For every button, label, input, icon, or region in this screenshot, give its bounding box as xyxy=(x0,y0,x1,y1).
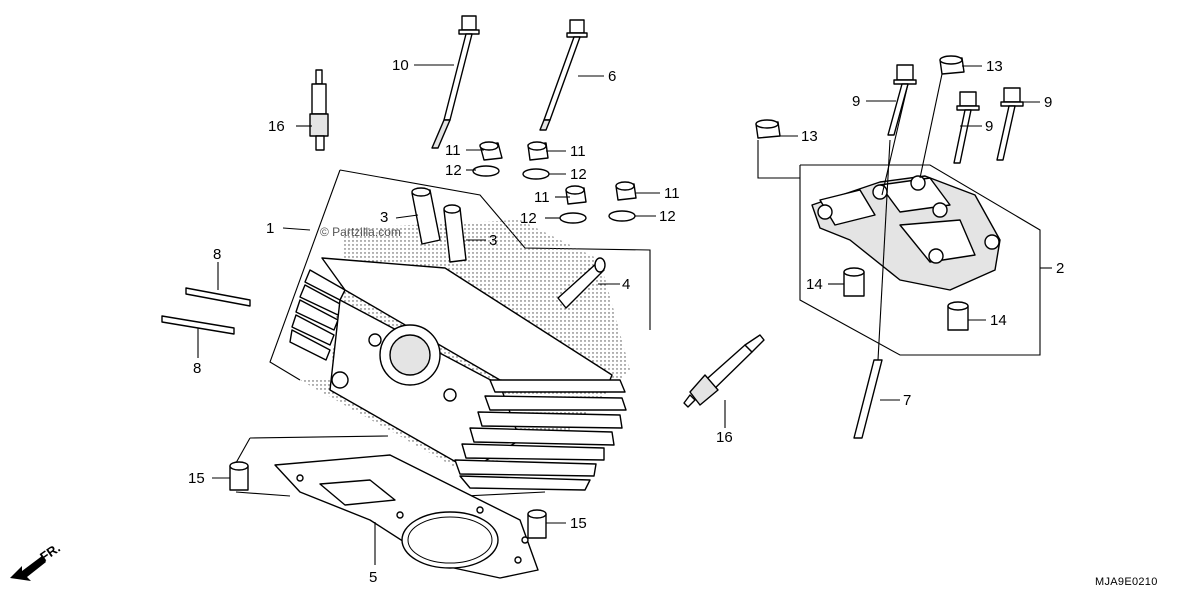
cylinder-head xyxy=(289,220,630,491)
callout-7: 7 xyxy=(903,392,911,409)
dowel-pin-15-right xyxy=(527,509,547,539)
nut-11-d xyxy=(615,181,637,201)
washer-12-c xyxy=(559,212,587,224)
callout-1: 1 xyxy=(266,220,274,237)
cooling-fins-right xyxy=(454,379,627,491)
watermark: © Partzilla.com xyxy=(320,225,401,239)
sleeve-4 xyxy=(557,257,606,309)
cylinder-head-gasket xyxy=(274,454,539,579)
nut-11-c xyxy=(565,185,587,205)
bolt-9-b xyxy=(953,91,980,164)
callout-5: 5 xyxy=(369,569,377,586)
callout-13b: 13 xyxy=(801,128,818,145)
stud-8-lower xyxy=(161,315,235,335)
callout-12c: 12 xyxy=(520,210,537,227)
callout-12a: 12 xyxy=(445,162,462,179)
callout-11a: 11 xyxy=(445,142,461,159)
figure-code: MJA9E0210 xyxy=(1095,576,1158,588)
callout-3b: 3 xyxy=(489,232,497,249)
washer-12-a xyxy=(472,165,500,177)
callout-10: 10 xyxy=(392,57,409,74)
stud-8-upper xyxy=(185,287,251,307)
callout-labels: 1 2 3 3 4 5 6 7 8 8 9 9 9 10 11 11 11 11… xyxy=(188,57,1064,586)
callout-4: 4 xyxy=(622,276,630,293)
leader-lines xyxy=(197,64,1052,565)
nut-13-left xyxy=(755,119,781,139)
spark-plug-center xyxy=(683,334,765,408)
callout-14b: 14 xyxy=(990,312,1007,329)
callout-9c: 9 xyxy=(1044,94,1052,111)
nut-13-top xyxy=(939,55,965,75)
collar-14-right xyxy=(947,301,969,331)
callout-15a: 15 xyxy=(188,470,205,487)
callout-3a: 3 xyxy=(380,209,388,226)
callout-12b: 12 xyxy=(570,166,587,183)
washer-12-d xyxy=(608,210,636,222)
callout-2: 2 xyxy=(1056,260,1064,277)
callout-16b: 16 xyxy=(716,429,733,446)
nut-11-a xyxy=(479,141,503,161)
callout-15b: 15 xyxy=(570,515,587,532)
callout-8b: 8 xyxy=(193,360,201,377)
bolt-9-c xyxy=(996,87,1024,161)
callout-16a: 16 xyxy=(268,118,285,135)
callout-13a: 13 xyxy=(986,58,1003,75)
washer-12-b xyxy=(522,168,550,180)
bolt-6 xyxy=(539,19,588,131)
front-arrow-icon: FR. xyxy=(10,540,63,581)
spark-plug-top-left xyxy=(309,69,329,151)
collar-14-left xyxy=(843,267,865,297)
bolt-10 xyxy=(431,15,480,149)
nut-11-b xyxy=(527,141,549,161)
bolt-9-a xyxy=(887,64,917,136)
rocker-holder-group-outline xyxy=(757,140,1041,356)
valve-guide-1 xyxy=(411,187,441,245)
callout-8a: 8 xyxy=(213,246,221,263)
callout-11c: 11 xyxy=(534,189,550,206)
callout-11b: 11 xyxy=(570,143,586,160)
stud-bolt-7 xyxy=(853,139,891,439)
rocker-arm-holder xyxy=(811,175,1001,291)
callout-12d: 12 xyxy=(659,208,676,225)
callout-6: 6 xyxy=(608,68,616,85)
callout-11d: 11 xyxy=(664,185,680,202)
callout-14a: 14 xyxy=(806,276,823,293)
valve-guide-2 xyxy=(443,204,467,263)
callout-9a: 9 xyxy=(852,93,860,110)
callout-9b: 9 xyxy=(985,118,993,135)
dowel-pin-15-left xyxy=(229,461,249,491)
